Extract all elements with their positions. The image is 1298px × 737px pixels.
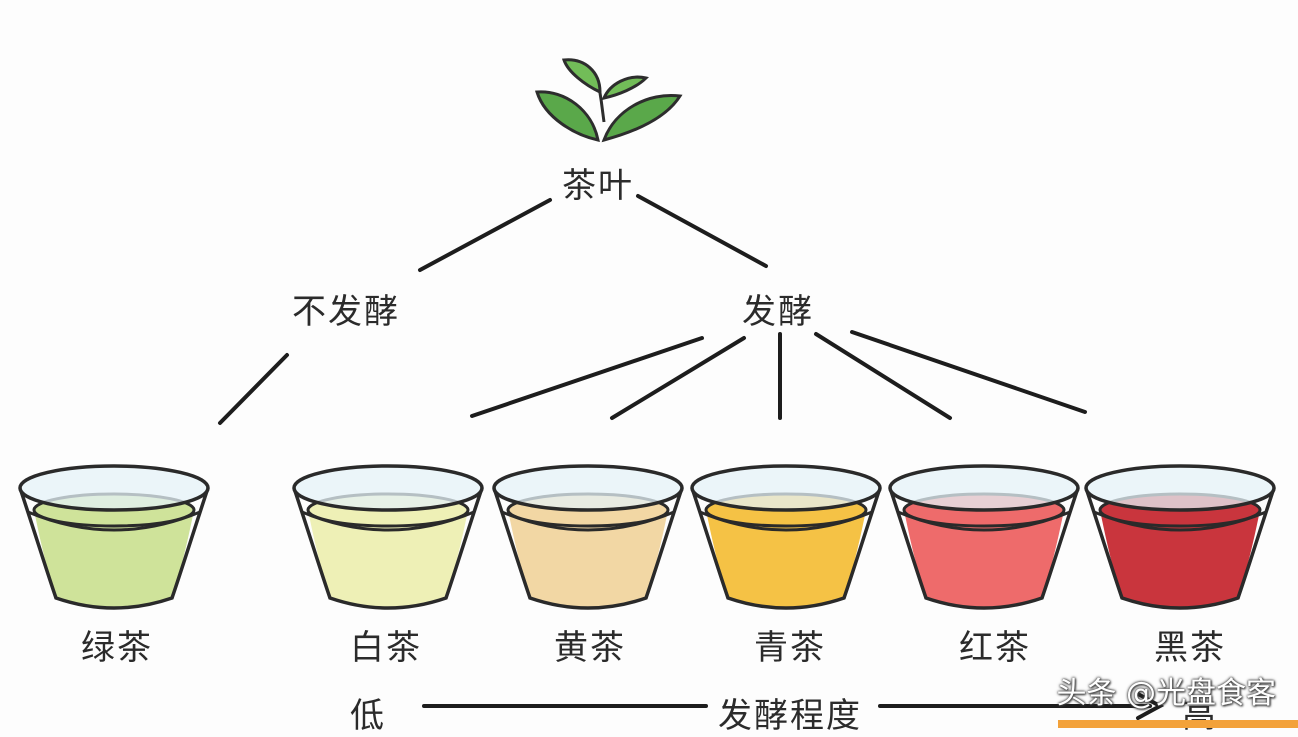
tea-liquid-oolong [706,510,866,608]
tea-label-red: 红茶 [959,628,1031,668]
branch-unfermented-label: 不发酵 [292,292,400,332]
leaf-right [601,93,683,143]
tea-leaf-icon [535,58,683,143]
line-fermented-yellow [610,336,746,420]
leaf-top [561,58,602,95]
tea-label-green: 绿茶 [81,628,153,668]
tea-cup-dark [1084,464,1276,610]
scale-low-label: 低 [350,696,386,736]
line-fermented-red [814,332,952,420]
tea-cup-green [18,464,210,610]
line-root-unfermented [418,198,552,272]
tea-liquid-dark [1100,510,1260,608]
tea-label-white: 白茶 [350,628,422,668]
leaf-left [535,90,600,142]
tea-liquid-red [904,510,1064,608]
branch-fermented-label: 发酵 [742,292,814,332]
line-unfermented-green [218,353,289,425]
line-fermented-white [470,336,704,418]
tea-cup-oolong [690,464,882,610]
root-label: 茶叶 [562,166,634,206]
tea-cup-yellow [492,464,684,610]
tea-label-oolong: 青茶 [754,628,826,668]
tea-label-yellow: 黄茶 [554,628,626,668]
tea-cup-red [888,464,1080,610]
tea-liquid-white [308,510,468,608]
tea-label-dark: 黑茶 [1154,628,1226,668]
scale-title: 发酵程度 [718,696,862,736]
tree-lines [218,194,1165,720]
leaf-top-right [601,75,649,101]
cups-group [18,464,1276,610]
line-fermented-dark [850,330,1087,414]
watermark: 头条 @光盘食客 [1056,676,1276,711]
orange-accent-bar [1058,720,1298,728]
tea-liquid-green [34,510,194,608]
line-root-fermented [636,194,768,268]
tea-liquid-yellow [508,510,668,608]
scale-arrow-head [1136,692,1165,720]
tea-cup-white [292,464,484,610]
